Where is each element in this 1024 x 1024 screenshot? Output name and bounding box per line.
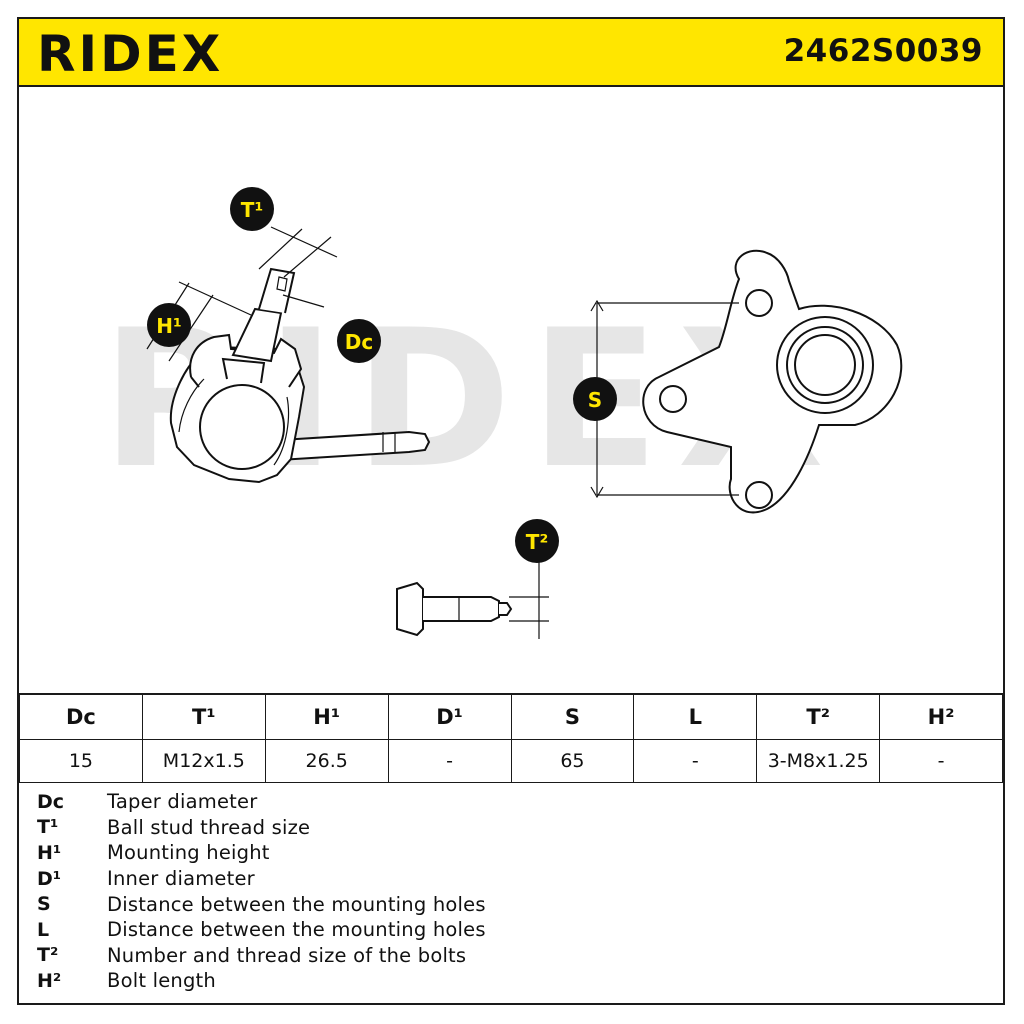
spec-table-header-row: Dc T¹ H¹ D¹ S L T² H² xyxy=(19,693,1003,740)
legend-code: Dc xyxy=(37,790,65,813)
spec-header-t1: T¹ xyxy=(141,693,266,740)
legend-code: L xyxy=(37,918,50,941)
badge-t1-text: T¹ xyxy=(241,198,263,222)
product-sheet: RIDEX 2462S0039 RIDEX xyxy=(17,17,1005,1005)
bolt-drawing xyxy=(396,561,549,639)
badge-h1-text: H¹ xyxy=(156,314,182,338)
spec-value-t2: 3-M8x1.25 xyxy=(756,739,881,783)
legend-item: H¹ Mounting height xyxy=(37,840,977,866)
legend-code: D¹ xyxy=(37,867,62,890)
spec-header-t2: T² xyxy=(756,693,881,740)
legend-desc: Mounting height xyxy=(107,841,270,865)
brand-logo: RIDEX xyxy=(37,25,277,83)
ball-joint-side-view xyxy=(146,226,431,484)
legend-item: H² Bolt length xyxy=(37,968,977,994)
spec-value-h1: 26.5 xyxy=(264,739,389,783)
legend-code: H¹ xyxy=(37,841,62,864)
legend-code: T² xyxy=(37,944,59,967)
spec-header-h1: H¹ xyxy=(264,693,389,740)
spec-value-h2: - xyxy=(879,739,1003,783)
spec-value-t1: M12x1.5 xyxy=(141,739,266,783)
legend-desc: Bolt length xyxy=(107,969,216,993)
badge-t2-text: T² xyxy=(526,530,548,554)
legend-item: Dc Taper diameter xyxy=(37,789,977,815)
flange-top-view xyxy=(590,249,903,514)
spec-value-d1: - xyxy=(387,739,512,783)
badge-dc-text: Dc xyxy=(345,330,373,354)
legend-desc: Distance between the mounting holes xyxy=(107,892,486,916)
legend-desc: Number and thread size of the bolts xyxy=(107,943,467,967)
technical-drawing: RIDEX xyxy=(19,87,1003,693)
spec-value-dc: 15 xyxy=(19,739,143,783)
spec-header-d1: D¹ xyxy=(387,693,512,740)
spec-header-h2: H² xyxy=(879,693,1003,740)
badge-s: S xyxy=(573,377,617,421)
legend-code: T¹ xyxy=(37,816,59,839)
legend-desc: Distance between the mounting holes xyxy=(107,918,486,942)
legend-item: T² Number and thread size of the bolts xyxy=(37,943,977,969)
legend-desc: Ball stud thread size xyxy=(107,815,311,839)
ridex-logo-icon: RIDEX xyxy=(37,25,223,83)
legend-desc: Inner diameter xyxy=(107,867,255,891)
spec-value-s: 65 xyxy=(510,739,635,783)
spec-header-dc: Dc xyxy=(19,693,143,740)
drawing-canvas: RIDEX xyxy=(101,187,903,639)
part-number: 2462S0039 xyxy=(783,33,983,69)
legend-item: T¹ Ball stud thread size xyxy=(37,815,977,841)
badge-t2: T² xyxy=(515,519,559,563)
spec-header-l: L xyxy=(633,693,758,740)
legend-desc: Taper diameter xyxy=(107,790,258,814)
badge-dc: Dc xyxy=(337,319,381,363)
legend-item: S Distance between the mounting holes xyxy=(37,891,977,917)
legend-code: H² xyxy=(37,969,62,992)
badge-t1: T¹ xyxy=(230,187,274,231)
badge-h1: H¹ xyxy=(147,303,191,347)
spec-table-value-row: 15 M12x1.5 26.5 - 65 - 3-M8x1.25 - xyxy=(19,739,1003,783)
header-bar: RIDEX 2462S0039 xyxy=(19,19,1003,87)
legend-code: S xyxy=(37,893,51,916)
legend-item: D¹ Inner diameter xyxy=(37,866,977,892)
badge-s-text: S xyxy=(588,388,602,412)
legend-list: Dc Taper diameter T¹ Ball stud thread si… xyxy=(37,789,977,994)
spec-value-l: - xyxy=(633,739,758,783)
spec-table: Dc T¹ H¹ D¹ S L T² H² 15 M12x1.5 26.5 - … xyxy=(19,693,1003,783)
brand-logo-text: RIDEX xyxy=(37,25,223,79)
spec-header-s: S xyxy=(510,693,635,740)
legend-item: L Distance between the mounting holes xyxy=(37,917,977,943)
